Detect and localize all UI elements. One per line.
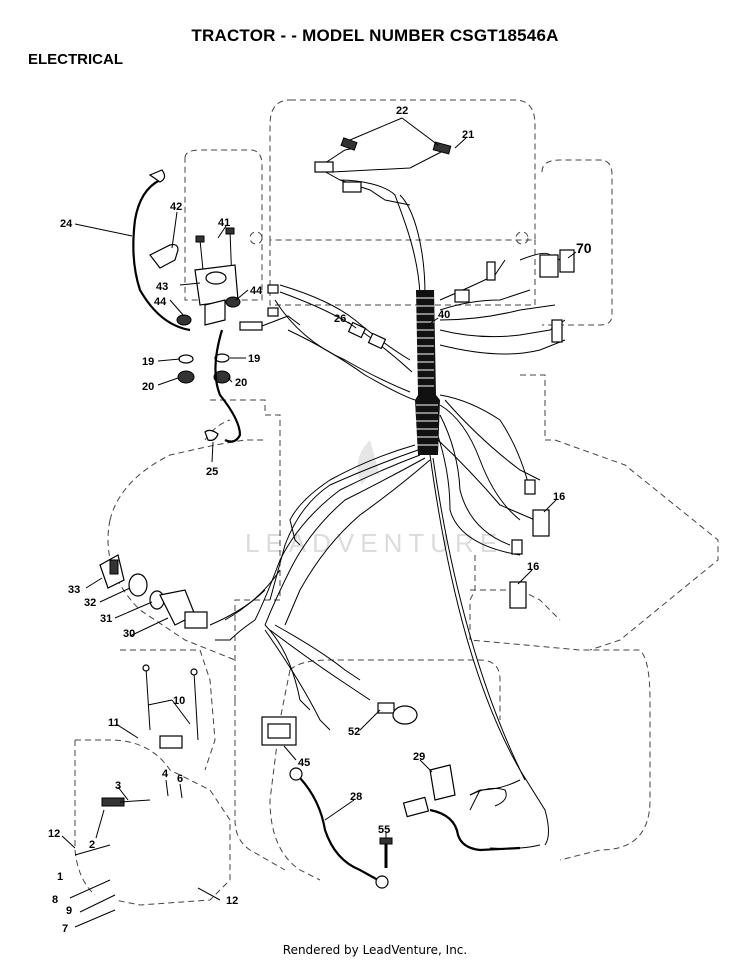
harness-loom	[415, 290, 440, 455]
tractor-outline	[74, 99, 719, 906]
callout-20b: 20	[235, 377, 247, 389]
callout-31: 31	[100, 613, 112, 625]
connector-26	[347, 321, 387, 350]
leader-lines	[61, 117, 577, 901]
headlight-connectors	[314, 137, 452, 193]
callout-20a: 20	[142, 381, 154, 393]
callout-44a: 44	[154, 296, 167, 308]
callout-10: 10	[173, 695, 185, 707]
callout-8: 8	[52, 894, 58, 906]
wiring-harness	[209, 147, 566, 850]
callout-42: 42	[170, 201, 182, 213]
footer-credit: Rendered by LeadVenture, Inc.	[282, 943, 468, 957]
callout-11: 11	[108, 717, 120, 729]
page-title: TRACTOR - - MODEL NUMBER CSGT18546A	[191, 26, 559, 45]
ignition-switch	[99, 554, 208, 629]
right-connectors	[454, 249, 575, 609]
callout-1: 1	[57, 871, 63, 883]
callout-7: 7	[62, 923, 68, 935]
callout-19b: 19	[248, 353, 260, 365]
battery-cables	[132, 169, 389, 889]
callout-24: 24	[60, 218, 73, 230]
bolt-55	[379, 837, 393, 868]
callout-28: 28	[350, 791, 362, 803]
callout-9: 9	[66, 905, 72, 917]
seat-interlock-parts	[69, 664, 199, 928]
callout-29: 29	[413, 751, 425, 763]
hour-meter	[261, 716, 297, 746]
callout-4: 4	[162, 768, 169, 780]
callout-32: 32	[84, 597, 96, 609]
callout-44b: 44	[250, 285, 263, 297]
callout-12b: 12	[226, 895, 238, 907]
callouts: 22 21 70 24 42 41 43 44 44 26 40 19 19 2…	[48, 105, 592, 935]
solenoid-assembly	[149, 227, 241, 384]
callout-2: 2	[89, 839, 95, 851]
callout-41: 41	[218, 217, 230, 229]
callout-33: 33	[68, 584, 80, 596]
section-title: ELECTRICAL	[28, 51, 123, 68]
callout-22: 22	[396, 105, 408, 117]
callout-55: 55	[378, 824, 390, 836]
callout-45: 45	[298, 757, 310, 769]
wire-clips	[239, 284, 301, 331]
seat-switch	[402, 764, 521, 852]
callout-30: 30	[123, 628, 135, 640]
callout-52: 52	[348, 726, 360, 738]
callout-70: 70	[576, 240, 592, 256]
callout-43: 43	[156, 281, 168, 293]
callout-3: 3	[115, 780, 121, 792]
callout-25: 25	[206, 466, 218, 478]
watermark: LEADVENTURE	[245, 528, 503, 558]
watermark-flame-icon	[357, 440, 380, 485]
callout-6: 6	[177, 773, 183, 785]
callout-19a: 19	[142, 356, 154, 368]
callout-21: 21	[462, 129, 474, 141]
callout-26: 26	[334, 313, 346, 325]
callout-16a: 16	[553, 491, 565, 503]
callout-16b: 16	[527, 561, 539, 573]
callout-40: 40	[438, 309, 450, 321]
fuse-holder	[377, 702, 418, 725]
callout-12a: 12	[48, 828, 60, 840]
